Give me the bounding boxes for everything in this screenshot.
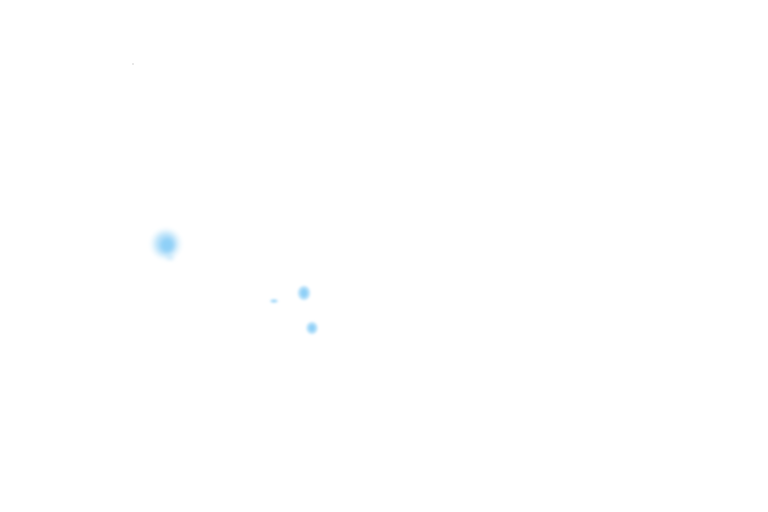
speck [132, 63, 134, 65]
blue-blob-large [151, 229, 181, 260]
blue-dash [270, 299, 278, 303]
blue-blob-small-lower [306, 322, 318, 334]
blue-blob-small-upper [298, 286, 310, 300]
